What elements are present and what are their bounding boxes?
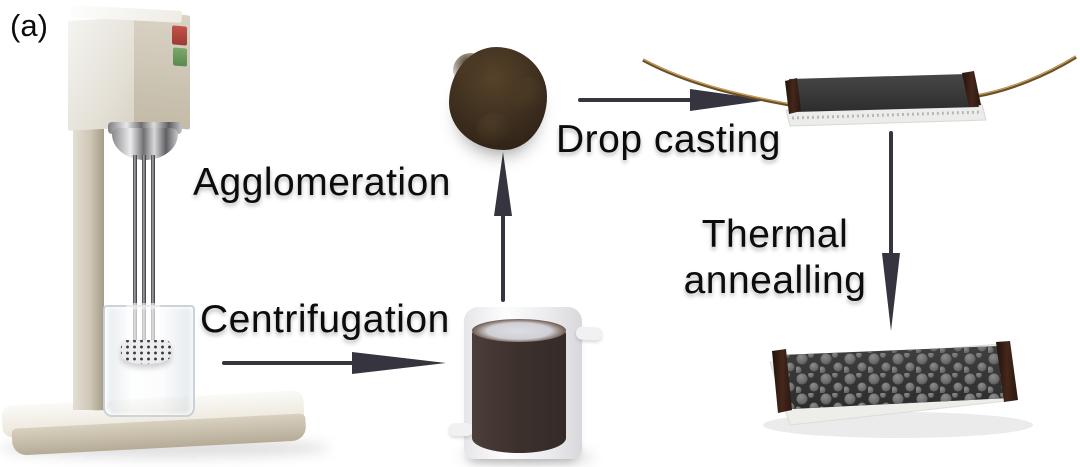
arrow-shaft <box>501 208 505 302</box>
right-wire <box>976 55 1077 98</box>
annealed-substrate-icon <box>763 341 1033 438</box>
right-wire-highlight <box>976 55 1077 96</box>
panel-label: (a) <box>10 8 48 43</box>
cup-suspension <box>472 330 566 453</box>
green-button-icon <box>173 47 187 67</box>
arrow-head <box>494 152 512 216</box>
shaft-rod <box>151 155 155 347</box>
left-wire <box>642 58 791 107</box>
left-wire-highlight <box>642 58 791 105</box>
red-button-icon <box>172 25 187 46</box>
substrate-speckle-edge <box>791 110 983 120</box>
arrow-up-icon <box>494 152 512 302</box>
left-electrode <box>772 349 792 413</box>
thermal-annealing-line1: Thermal <box>701 213 849 256</box>
cup-liquid-surface <box>472 319 566 342</box>
arrow-shaft <box>889 131 893 261</box>
shaft-rod <box>142 155 146 347</box>
cup-tab-left <box>449 423 473 436</box>
arrow-shaft <box>222 361 360 365</box>
arrow-right-icon <box>222 352 446 374</box>
thermal-annealing-label: Thermal annealling <box>655 212 895 304</box>
arrow-head <box>690 89 768 111</box>
arrow-shaft <box>578 98 696 102</box>
blob-bump <box>453 53 489 87</box>
cup-tab-right <box>575 326 603 341</box>
arrow-head <box>882 253 900 331</box>
shaft-sleeve <box>126 303 160 345</box>
cast-film <box>789 74 979 112</box>
agglomeration-label: Agglomeration <box>193 161 451 204</box>
homogenizer-head-front <box>68 17 134 131</box>
particle-layer <box>780 346 1010 409</box>
homogenizer-stand-column <box>73 118 104 410</box>
dispersing-head-icon <box>121 340 171 364</box>
right-electrode <box>962 71 981 107</box>
shaft-rod <box>133 155 137 347</box>
blob-bump <box>509 77 545 113</box>
arrow-head <box>352 352 446 374</box>
right-electrode <box>996 341 1018 402</box>
left-electrode <box>785 78 801 114</box>
blob-bump <box>477 113 511 145</box>
arrow-down-icon <box>882 131 900 331</box>
thermal-annealing-line2: annealling <box>683 259 867 302</box>
agglomerate-blob-icon <box>449 47 547 150</box>
drop-casting-label: Drop casting <box>556 118 781 161</box>
arrow-right-icon <box>578 89 768 111</box>
coated-substrate-icon <box>642 55 1077 127</box>
centrifugation-label: Centrifugation <box>200 298 450 341</box>
